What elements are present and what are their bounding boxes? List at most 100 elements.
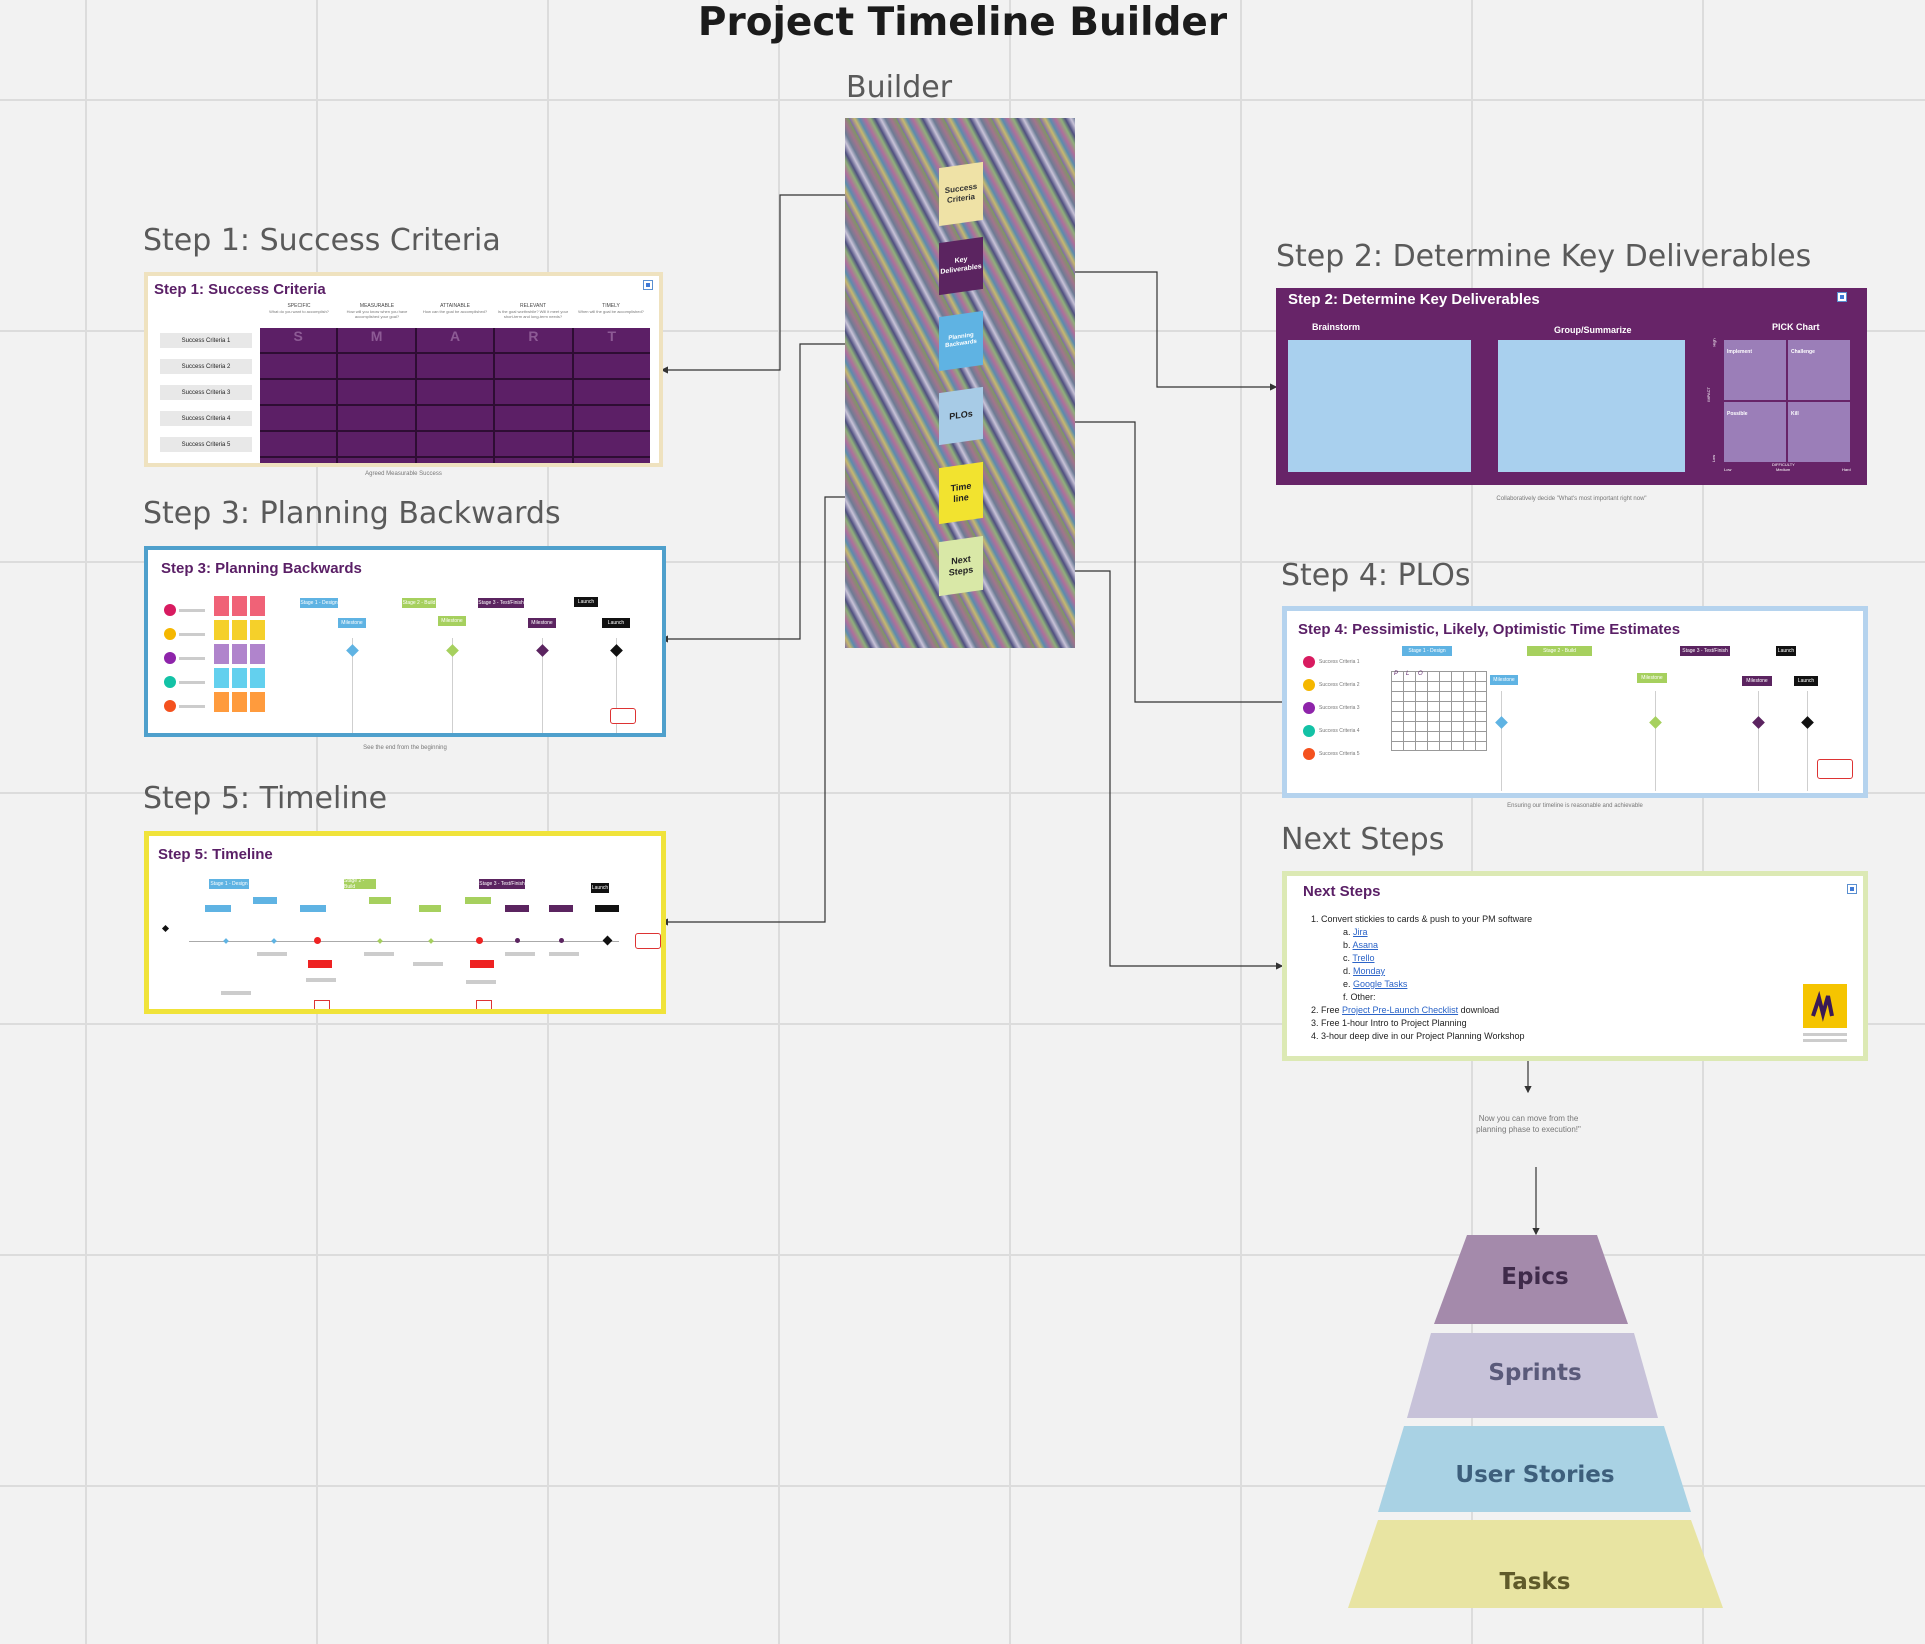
- stage-3-pill[interactable]: Stage 3 - Test/Finish: [1680, 646, 1730, 656]
- stage-2-pill[interactable]: Stage 2 - Build: [344, 878, 376, 890]
- timeline-bar[interactable]: [419, 905, 441, 912]
- quadrant-kill[interactable]: Kill: [1788, 402, 1850, 462]
- builder-strip: Success Criteria Key Deliverables Planni…: [845, 118, 1075, 648]
- sticky-note[interactable]: [214, 596, 229, 616]
- sticky-note[interactable]: [232, 596, 247, 616]
- sticky-note[interactable]: [214, 668, 229, 688]
- launch-diamond[interactable]: [1801, 716, 1814, 729]
- quadrant-possible[interactable]: Possible: [1724, 402, 1786, 462]
- timeline-bar[interactable]: [595, 905, 619, 912]
- timeline-bar[interactable]: [465, 897, 491, 904]
- milestone-dot[interactable]: [515, 938, 520, 943]
- stage-3-pill[interactable]: Stage 3 - Test/Finish: [478, 598, 524, 608]
- tool-link-monday[interactable]: Monday: [1353, 966, 1386, 976]
- smart-header-specific: SPECIFIC What do you want to accomplish?: [260, 303, 338, 323]
- milestone-diamond[interactable]: [271, 938, 277, 944]
- step4-frame[interactable]: Step 4: Pessimistic, Likely, Optimistic …: [1282, 606, 1868, 798]
- sticky-note[interactable]: [232, 620, 247, 640]
- sticky-note[interactable]: [250, 668, 265, 688]
- stage-1-pill[interactable]: Stage 1 - Design: [300, 598, 338, 608]
- launch-pill[interactable]: Launch: [1794, 676, 1818, 686]
- smart-header-timely: TIMELY When will the goal be accomplishe…: [572, 303, 650, 323]
- sticky-note[interactable]: [214, 620, 229, 640]
- milestone-pill[interactable]: Milestone: [528, 618, 556, 628]
- milestone-diamond[interactable]: [223, 938, 229, 944]
- sticky-note[interactable]: [232, 668, 247, 688]
- expand-icon[interactable]: [1847, 884, 1857, 894]
- milestone-diamond[interactable]: [377, 938, 383, 944]
- plo-estimate-grid[interactable]: P L O: [1391, 671, 1487, 751]
- milestone-pill[interactable]: Milestone: [1637, 673, 1667, 683]
- launch-pill[interactable]: Launch: [602, 618, 630, 628]
- stage-2-pill[interactable]: Stage 2 - Build: [402, 598, 436, 608]
- risk-tag[interactable]: [308, 960, 332, 968]
- expand-icon[interactable]: [643, 280, 653, 290]
- tab-key-deliverables[interactable]: Key Deliverables: [939, 236, 983, 296]
- sticky-note[interactable]: [250, 596, 265, 616]
- step2-frame[interactable]: Step 2: Determine Key Deliverables Brain…: [1276, 288, 1867, 485]
- risk-dot[interactable]: [314, 937, 321, 944]
- stage-3-pill[interactable]: Stage 3 - Test/Finish: [479, 879, 525, 889]
- milestone-diamond[interactable]: [446, 644, 459, 657]
- milestone-pill[interactable]: Milestone: [438, 616, 466, 626]
- risk-tag[interactable]: [470, 960, 494, 968]
- smart-letter: R: [528, 328, 539, 344]
- timeline-bar[interactable]: [300, 905, 326, 912]
- stage-2-pill[interactable]: Stage 2 - Build: [1527, 646, 1592, 656]
- timeline-bar[interactable]: [369, 897, 391, 904]
- tab-plos[interactable]: PLOs: [939, 386, 983, 446]
- launch-pill[interactable]: Launch: [1776, 646, 1796, 656]
- stage-1-pill[interactable]: Stage 1 - Design: [209, 879, 249, 889]
- checklist-link[interactable]: Project Pre-Launch Checklist: [1342, 1005, 1459, 1015]
- sticky-note[interactable]: [250, 620, 265, 640]
- milestone-diamond[interactable]: [1495, 716, 1508, 729]
- milestone-diamond[interactable]: [428, 938, 434, 944]
- pick-chart[interactable]: Implement Challenge Possible Kill DIFFIC…: [1724, 340, 1854, 472]
- milestone-dot[interactable]: [559, 938, 564, 943]
- milestone-pill[interactable]: Milestone: [1490, 675, 1518, 685]
- milestone-diamond[interactable]: [346, 644, 359, 657]
- milestone-diamond[interactable]: [1752, 716, 1765, 729]
- smart-header-measurable: MEASURABLE How will you know when you ha…: [338, 303, 416, 323]
- tab-timeline[interactable]: Time line: [939, 461, 983, 525]
- tool-link-asana[interactable]: Asana: [1352, 940, 1379, 950]
- step1-frame[interactable]: Step 1: Success Criteria SPECIFIC What d…: [144, 272, 663, 467]
- group-area[interactable]: [1498, 340, 1685, 472]
- step3-frame[interactable]: Step 3: Planning Backwards Stage 1 - Des…: [144, 546, 666, 737]
- launch-diamond[interactable]: [602, 935, 613, 946]
- sticky-note[interactable]: [250, 644, 265, 664]
- sticky-note[interactable]: [214, 692, 229, 712]
- quadrant-implement[interactable]: Implement: [1724, 340, 1786, 400]
- tab-planning-backwards[interactable]: Planning Backwards: [939, 310, 983, 372]
- launch-pill[interactable]: Launch: [574, 597, 598, 607]
- sticky-note[interactable]: [250, 692, 265, 712]
- milestone-diamond[interactable]: [536, 644, 549, 657]
- milestone-pill[interactable]: Milestone: [338, 618, 366, 628]
- quadrant-challenge[interactable]: Challenge: [1788, 340, 1850, 400]
- tool-link-google-tasks[interactable]: Google Tasks: [1353, 979, 1408, 989]
- milestone-pill[interactable]: Milestone: [1742, 676, 1772, 686]
- launch-banner-icon: [1817, 759, 1853, 779]
- sticky-note[interactable]: [214, 644, 229, 664]
- brainstorm-area[interactable]: [1288, 340, 1471, 472]
- smart-grid[interactable]: S M A R T: [260, 328, 651, 463]
- start-diamond[interactable]: [161, 924, 170, 933]
- next-steps-frame[interactable]: Next Steps 1. Convert stickies to cards …: [1282, 871, 1868, 1061]
- timeline-bar[interactable]: [205, 905, 231, 912]
- launch-diamond[interactable]: [610, 644, 623, 657]
- sticky-note[interactable]: [232, 692, 247, 712]
- timeline-bar[interactable]: [253, 897, 277, 904]
- timeline-bar[interactable]: [549, 905, 573, 912]
- milestone-diamond[interactable]: [1649, 716, 1662, 729]
- expand-icon[interactable]: [1837, 292, 1847, 302]
- tab-next-steps[interactable]: Next Steps: [939, 535, 983, 597]
- launch-pill[interactable]: Launch: [591, 883, 609, 893]
- timeline-bar[interactable]: [505, 905, 529, 912]
- step5-frame[interactable]: Step 5: Timeline Stage 1 - Design Stage …: [144, 831, 666, 1014]
- tool-link-jira[interactable]: Jira: [1353, 927, 1368, 937]
- risk-dot[interactable]: [476, 937, 483, 944]
- tab-success-criteria[interactable]: Success Criteria: [939, 161, 983, 227]
- sticky-note[interactable]: [232, 644, 247, 664]
- stage-1-pill[interactable]: Stage 1 - Design: [1402, 646, 1452, 656]
- tool-link-trello[interactable]: Trello: [1352, 953, 1375, 963]
